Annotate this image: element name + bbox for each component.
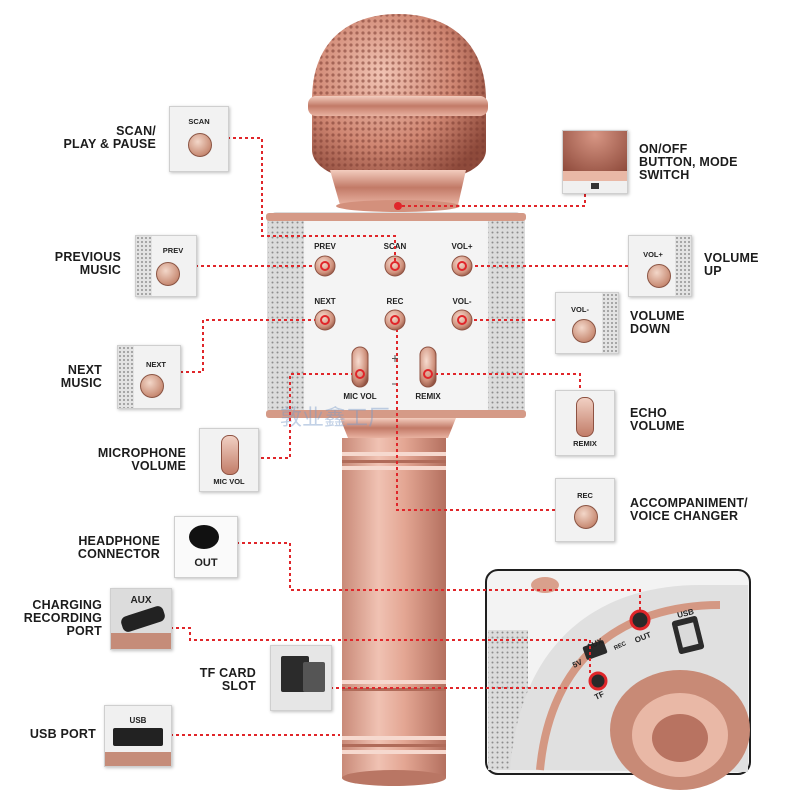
panel-label-next: NEXT <box>314 297 335 306</box>
scan-button-icon <box>188 133 212 157</box>
rec-button-icon <box>574 505 598 529</box>
panel-button-prev[interactable] <box>314 255 336 277</box>
mic-vol-slider-icon <box>221 435 239 475</box>
closeup-label-tf: TF <box>593 689 606 701</box>
inset-vol-minus: VOL- <box>555 292 619 354</box>
inset-usb: USB <box>104 705 172 767</box>
label-on-off: ON/OFF BUTTON, MODE SWITCH <box>639 142 738 182</box>
inset-next-label: NEXT <box>145 360 166 369</box>
inset-aux-label: AUX <box>130 595 152 606</box>
mic-head <box>308 14 488 212</box>
inset-prev-label: PREV <box>162 246 184 255</box>
panel-label-vol-minus: VOL- <box>452 297 471 306</box>
inset-scan: SCAN <box>169 106 229 172</box>
panel-label-remix: REMIX <box>415 392 441 401</box>
inset-mic-vol: MIC VOL <box>199 428 259 492</box>
panel-slider-mic-vol[interactable] <box>351 346 369 388</box>
label-scan: SCAN/ PLAY & PAUSE <box>63 124 156 151</box>
inset-tf-card <box>270 645 332 711</box>
label-microphone-volume: MICROPHONE VOLUME <box>97 446 186 473</box>
label-accompaniment: ACCOMPANIMENT/ VOICE CHANGER <box>630 496 748 523</box>
inset-usb-label: USB <box>129 716 147 725</box>
inset-mic-vol-label: MIC VOL <box>213 477 245 486</box>
inset-prev: PREV <box>135 235 197 297</box>
mic-handle <box>340 418 456 786</box>
panel-label-mic-vol: MIC VOL <box>343 392 376 401</box>
callout-dots <box>394 202 402 210</box>
usb-port-icon <box>113 728 163 746</box>
port-closeup <box>485 569 751 790</box>
headphone-jack-icon <box>189 525 219 549</box>
inset-remix-label: REMIX <box>573 439 597 448</box>
inset-vol-plus-label: VOL+ <box>643 250 663 259</box>
inset-aux: AUX <box>110 588 172 650</box>
closeup-label-5v: 5V <box>571 657 584 670</box>
label-echo-volume: ECHO VOLUME <box>630 406 685 433</box>
inset-next: NEXT <box>117 345 181 409</box>
callout-lines <box>170 137 641 736</box>
label-headphone-connector: HEADPHONE CONNECTOR <box>77 534 160 561</box>
prev-button-icon <box>156 262 180 286</box>
panel-label-rec: REC <box>387 297 404 306</box>
panel-button-rec[interactable] <box>384 309 406 331</box>
vol-plus-button-icon <box>647 264 671 288</box>
label-usb-port: USB PORT <box>29 727 96 741</box>
panel-button-next[interactable] <box>314 309 336 331</box>
label-charging-port: CHARGING RECORDING PORT <box>23 598 102 638</box>
inset-out-label: OUT <box>194 557 218 569</box>
inset-vol-plus: VOL+ <box>628 235 692 297</box>
panel-button-scan[interactable] <box>384 255 406 277</box>
label-tf-card-slot: TF CARD SLOT <box>199 666 256 693</box>
closeup-label-rec: REC <box>613 641 628 652</box>
panel-button-vol-minus[interactable] <box>451 309 473 331</box>
panel-slider-remix[interactable] <box>419 346 437 388</box>
label-previous-music: PREVIOUS MUSIC <box>54 250 121 277</box>
watermark: 敦业鑫工厂 <box>280 406 390 431</box>
inset-headphone: OUT <box>174 516 238 578</box>
label-volume-down: VOLUME DOWN <box>630 309 685 336</box>
panel-label-vol-plus: VOL+ <box>451 242 472 251</box>
inset-rec: REC <box>555 478 615 542</box>
inset-on-off <box>562 130 628 194</box>
vol-minus-button-icon <box>572 319 596 343</box>
inset-remix: REMIX <box>555 390 615 456</box>
inset-rec-label: REC <box>577 491 593 500</box>
remix-slider-icon <box>576 397 594 437</box>
closeup-label-usb: USB <box>676 607 695 620</box>
aux-port-icon <box>119 604 167 634</box>
power-switch-icon <box>591 183 599 189</box>
panel-label-prev: PREV <box>314 242 336 251</box>
label-volume-up: VOLUME UP <box>704 251 759 278</box>
inset-scan-label: SCAN <box>188 117 210 126</box>
label-next-music: NEXT MUSIC <box>60 363 102 390</box>
panel-button-vol-plus[interactable] <box>451 255 473 277</box>
next-button-icon <box>140 374 164 398</box>
inset-vol-minus-label: VOL- <box>571 305 589 314</box>
